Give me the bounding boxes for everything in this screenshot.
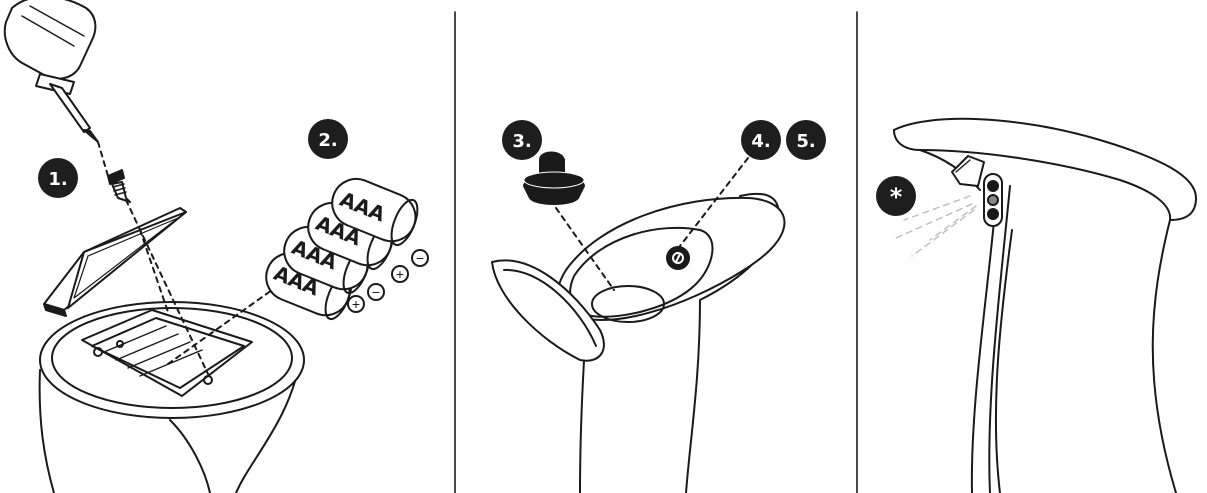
polarity-plus: + [352, 296, 360, 312]
polarity-minus: − [372, 284, 380, 300]
step-label-2: 2. [318, 130, 337, 151]
cover-guide-line-2 [140, 230, 168, 312]
refill-cap-icon [524, 153, 584, 205]
step-label-star: * [890, 183, 903, 211]
step-badge-1: 1. [38, 158, 78, 198]
step-label-1: 1. [48, 169, 67, 190]
step-badge-4: 4. [741, 120, 781, 160]
aaa-batteries: AAA AAA AAA AAA [259, 172, 423, 323]
power-button-icon [666, 246, 690, 270]
step-label-5: 5. [796, 131, 815, 152]
panel-2: 3. 4. 5. [492, 120, 826, 493]
polarity-minus: − [416, 250, 424, 266]
step-label-3: 3. [512, 131, 531, 152]
step-badge-2: 2. [308, 119, 348, 159]
soap-dispenser-base [40, 302, 304, 493]
soap-nozzle [952, 156, 984, 186]
screw-icon [108, 170, 130, 202]
panel-3: * [876, 119, 1196, 493]
step-label-4: 4. [751, 131, 770, 152]
soap-dispenser-top [492, 194, 784, 493]
panel-1: AAA AAA AAA AAA + − [5, 0, 428, 493]
soap-dispenser-side [894, 119, 1196, 493]
motion-sensor-icon [984, 174, 1002, 226]
step-badge-5: 5. [786, 120, 826, 160]
step-badge-star: * [876, 176, 916, 216]
step-badge-3: 3. [502, 120, 542, 160]
screwdriver-icon [5, 0, 98, 142]
polarity-plus: + [396, 266, 404, 282]
screw-guide-line [98, 142, 108, 176]
